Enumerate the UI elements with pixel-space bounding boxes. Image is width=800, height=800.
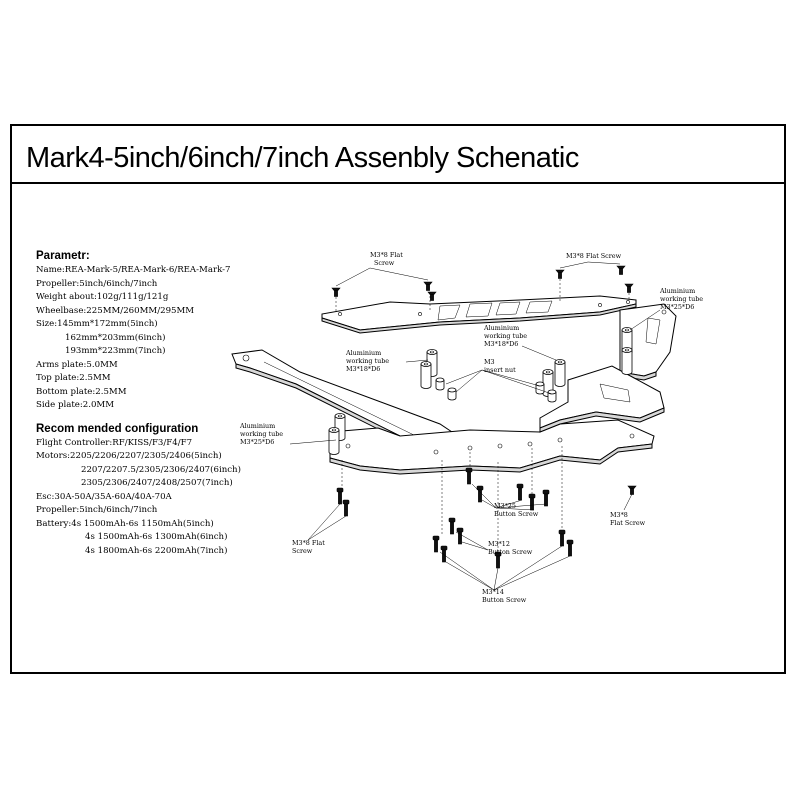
callout-flat-screw-top-left-1: M3*8 Flat (370, 251, 403, 259)
config-motors-6inch: 2207/2207.5/2305/2306/2407(6inch) (81, 464, 241, 475)
schematic-frame: Mark4-5inch/6inch/7inch Assenbly Schenat… (10, 124, 786, 674)
param-side-plate: Side plate:2.0MM (36, 400, 115, 410)
callout-tube-center-2: working tube (484, 332, 527, 340)
bottom-plate (329, 419, 655, 475)
callout-flat-screw-top-right: M3*8 Flat Screw (566, 252, 622, 260)
callout-flat-screw-bottom-left-1: M3*8 Flat (292, 539, 325, 547)
callout-tube-center-1: Aluminium (483, 324, 519, 332)
config-battery-5inch: Battery:4s 1500mAh-6s 1150mAh(5inch) (36, 518, 214, 529)
callout-tube-left-2: working tube (240, 430, 283, 438)
top-flat-screws (331, 265, 634, 312)
config-motors-7inch: 2305/2306/2407/2408/2507(7inch) (81, 478, 233, 488)
callout-tube-left-1: Aluminium (239, 422, 275, 430)
callout-button-12-2: Button Screw (488, 548, 533, 556)
callout-tube-right-3: M3*25*D6 (660, 303, 694, 311)
title-bar: Mark4-5inch/6inch/7inch Assenbly Schenat… (12, 126, 784, 184)
callout-insert-nut-1: M3 (484, 358, 495, 366)
callout-button-14-2: Button Screw (482, 596, 527, 604)
param-name: Name:REA-Mark-5/REA-Mark-6/REA-Mark-7 (36, 265, 231, 275)
callout-button-14-1: M3*14 (482, 588, 504, 596)
callout-button-12-1: M3*12 (488, 540, 510, 548)
param-weight: Weight about:102g/111g/121g (36, 292, 169, 302)
param-top-plate: Top plate:2.5MM (36, 373, 111, 383)
callout-tube-right-2: working tube (660, 295, 703, 303)
callout-flat-screw-right-2: Flat Screw (610, 519, 646, 527)
param-wheelbase: Wheelbase:225MM/260MM/295MM (36, 305, 195, 316)
callout-flat-screw-right-1: M3*8 (610, 511, 628, 519)
callout-labels: M3*8 Flat Screw M3*8 Flat Screw Aluminiu… (239, 251, 703, 604)
spec-panel: Parametr: Name:REA-Mark-5/REA-Mark-6/REA… (36, 248, 286, 558)
parameters-heading: Parametr: (36, 250, 90, 262)
config-battery-7inch: 4s 1800mAh-6s 2200mAh(7inch) (85, 545, 228, 556)
page-title: Mark4-5inch/6inch/7inch Assenbly Schenat… (26, 142, 579, 174)
configuration-heading: Recom mended configuration (36, 422, 199, 435)
callout-flat-screw-bottom-left-2: Screw (292, 547, 313, 555)
config-propeller: Propeller:5inch/6inch/7inch (36, 505, 158, 515)
callout-tube-left-3: M3*25*D6 (240, 438, 274, 446)
callout-tube-mid-left-1: Aluminium (345, 349, 381, 357)
config-esc: Esc:30A-50A/35A-60A/40A-70A (36, 491, 172, 502)
param-size-6inch: 162mm*203mm(6inch) (65, 332, 166, 343)
callout-tube-mid-left-2: working tube (346, 357, 389, 365)
config-motors-5inch: Motors:2205/2206/2207/2305/2406(5inch) (36, 451, 222, 461)
param-propeller: Propeller:5inch/6inch/7inch (36, 278, 158, 289)
button-screws (336, 446, 637, 569)
param-size-7inch: 193mm*223mm(7inch) (65, 346, 166, 356)
top-plate (321, 295, 637, 334)
side-plate (539, 365, 665, 433)
callout-insert-nut-2: insert nut (484, 366, 516, 374)
callout-tube-mid-left-3: M3*18*D6 (346, 365, 380, 373)
param-arms-plate: Arms plate:5.0MM (36, 359, 118, 370)
config-flight-controller: Flight Controller:RF/KISS/F3/F4/F7 (36, 437, 193, 448)
callout-button-25-2: Button Screw (494, 510, 539, 518)
param-size-5inch: Size:145mm*172mm(5inch) (36, 319, 158, 329)
callout-button-25-1: M3*25 (494, 502, 516, 510)
callout-tube-right-1: Aluminium (659, 287, 695, 295)
callout-tube-center-3: M3*18*D6 (484, 340, 518, 348)
callout-flat-screw-top-left-2: Screw (374, 259, 395, 267)
config-battery-6inch: 4s 1500mAh-6s 1300mAh(6inch) (85, 532, 228, 542)
leader-lines (289, 261, 661, 591)
param-bottom-plate: Bottom plate:2.5MM (36, 386, 127, 397)
insert-nuts (435, 377, 557, 403)
